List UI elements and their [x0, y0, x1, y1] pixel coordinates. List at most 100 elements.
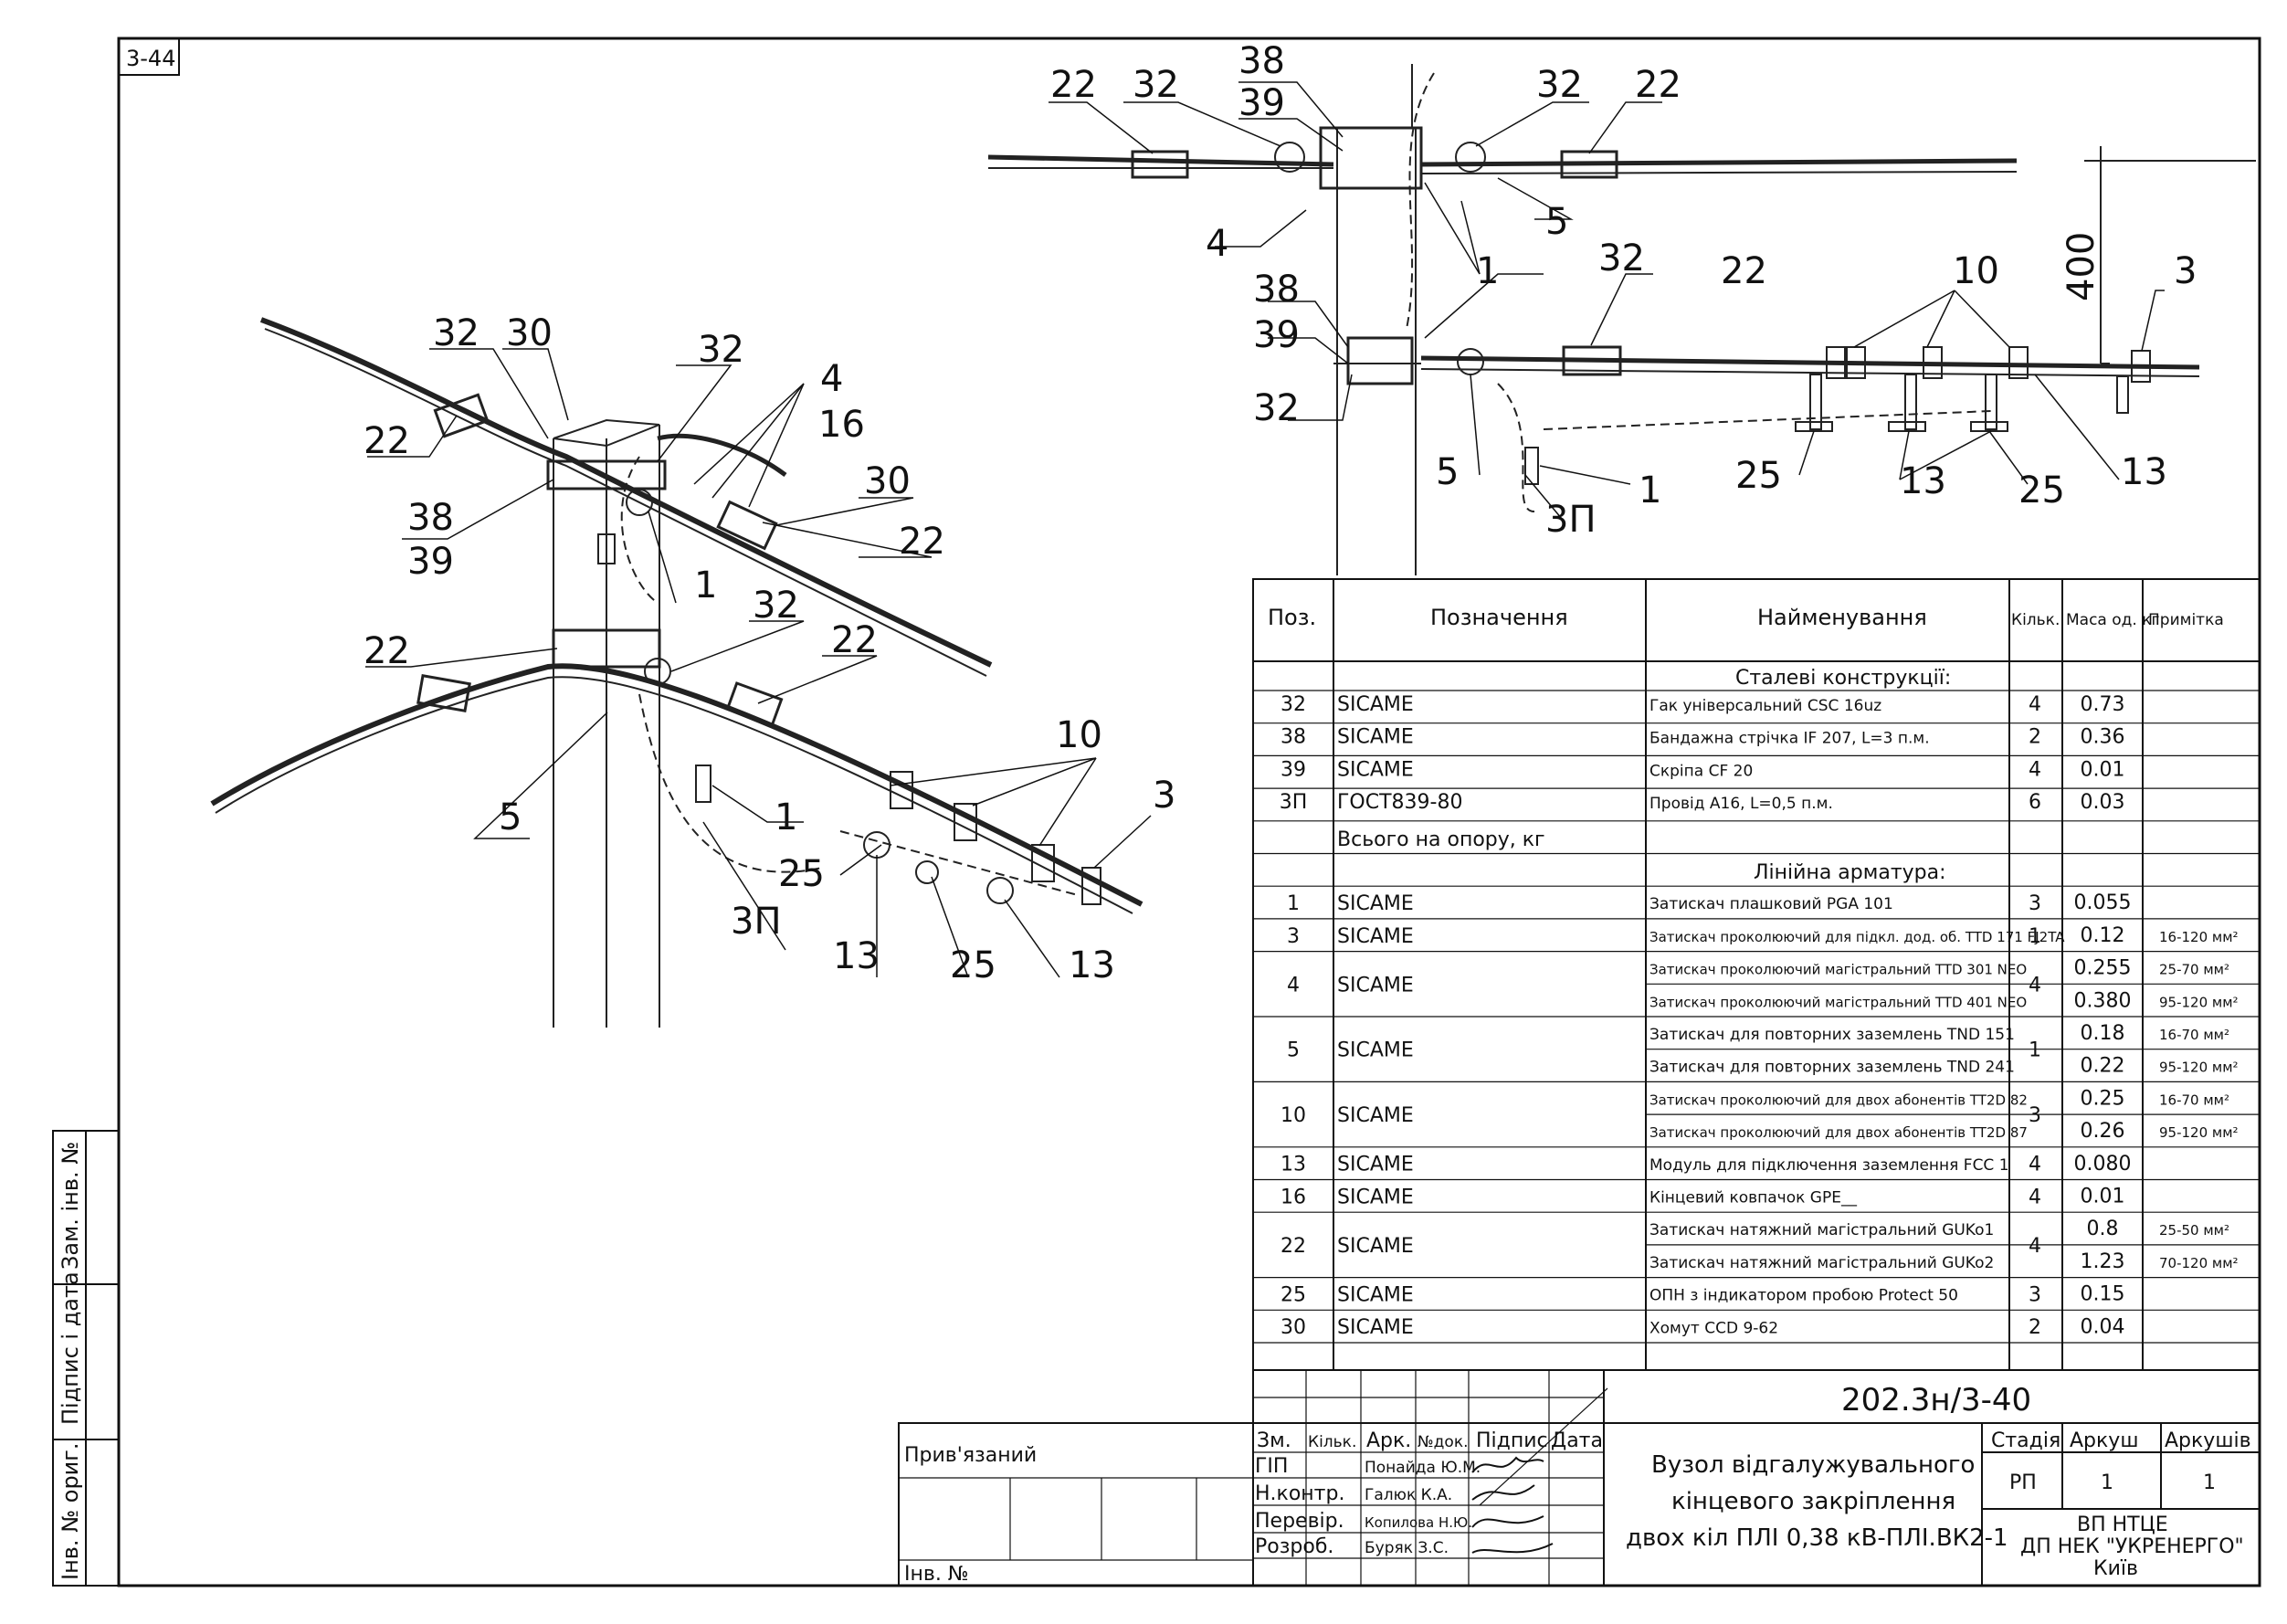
row-mass: 0.36: [2081, 726, 2125, 749]
sheet-code-box: [118, 37, 180, 76]
callout-iso-22b: 22: [899, 521, 945, 563]
inv-no-label: Інв. №: [904, 1563, 969, 1586]
total-label: Всього на опору, кг: [1337, 828, 1545, 851]
row-designation: ГОСТ839-80: [1337, 791, 1462, 814]
th-qty: Кільк.: [2011, 611, 2060, 629]
callout-front-10: 10: [1953, 250, 1999, 292]
rev-h-date: Дата: [1551, 1429, 1603, 1452]
row-note: 95-120 мм²: [2159, 994, 2239, 1010]
row-designation: SICAME: [1337, 1235, 1414, 1258]
row-qty: 4: [2029, 1154, 2041, 1176]
row-name: Затискач проколюючий магістральний TTD 3…: [1649, 962, 2027, 978]
section-steel: Сталеві конструкції:: [1735, 667, 1951, 690]
row-designation: SICAME: [1337, 974, 1414, 997]
row-designation: SICAME: [1337, 1186, 1414, 1208]
callout-front-25b: 25: [2018, 469, 2065, 511]
rev-h-doc: №док.: [1418, 1433, 1469, 1451]
callout-front-32d: 32: [1253, 387, 1300, 429]
side-stamp: Інв. № ориг. Підпис і дата Зам. інв. №: [52, 1130, 120, 1587]
row-note: 16-70 мм²: [2159, 1091, 2229, 1108]
row-mass: 0.25: [2081, 1087, 2125, 1110]
sheet-frame: [117, 37, 2261, 1587]
row-pos: 4: [1287, 974, 1300, 997]
row-note: 25-50 мм²: [2159, 1222, 2229, 1239]
row-qty: 3: [2029, 1104, 2041, 1127]
row-note: 95-120 мм²: [2159, 1060, 2239, 1076]
callout-iso-32a: 32: [433, 312, 480, 354]
row-designation: SICAME: [1337, 693, 1414, 716]
th-note: Примітка: [2148, 611, 2224, 629]
row-mass: 0.04: [2081, 1315, 2125, 1338]
callout-front-38b: 38: [1253, 269, 1300, 311]
row-pos: 39: [1281, 758, 1306, 781]
row-pos: 30: [1281, 1316, 1306, 1339]
row-qty: 2: [2029, 1316, 2041, 1339]
callout-iso-38: 38: [407, 497, 454, 539]
title-block: 202.3н/3-40 Прив'язаний Інв. № Зм. Кільк…: [898, 1370, 2261, 1587]
callout-front-5b: 5: [1436, 451, 1459, 493]
row-name: Гак універсальний CSC 16uz: [1649, 697, 1881, 715]
callout-front-32c: 32: [1598, 237, 1645, 279]
org-line-2: ДП НЕК "УКРЕНЕРГО": [2020, 1535, 2244, 1558]
row-designation: SICAME: [1337, 892, 1414, 915]
row-note: 95-120 мм²: [2159, 1124, 2239, 1141]
name-rozrob: Буряк З.С.: [1365, 1539, 1449, 1557]
row-qty: 1: [2029, 925, 2041, 948]
callout-iso-16: 16: [818, 404, 865, 446]
row-name: Затискач проколюючий для підкл. дод. об.…: [1649, 929, 2065, 945]
row-qty: 4: [2029, 1186, 2041, 1208]
row-pos: 3: [1287, 925, 1300, 948]
callout-iso-4: 4: [820, 358, 843, 400]
th-name: Найменування: [1757, 605, 1927, 630]
rev-h-sign: Підпис: [1476, 1429, 1548, 1452]
callout-iso-3: 3: [1153, 775, 1175, 817]
isometric-view: [210, 317, 1144, 1028]
doc-code: 202.3н/3-40: [1841, 1382, 2031, 1418]
row-mass: 0.8: [2087, 1218, 2119, 1240]
row-name: Кінцевий ковпачок GPE__: [1649, 1189, 1857, 1207]
stamp-sign-date: Підпис і дата: [58, 1271, 83, 1425]
row-pos: 22: [1281, 1235, 1306, 1258]
callout-front-22b: 22: [1635, 64, 1681, 106]
row-name: Скріпа CF 20: [1649, 762, 1753, 780]
front-callout-labels: 22 32 38 39 32 22 4 5 1 32 22 10 3 38 39…: [1050, 40, 2197, 541]
row-mass: 0.22: [2081, 1055, 2125, 1078]
role-rozrob: Розроб.: [1255, 1535, 1333, 1558]
role-nkontr: Н.контр.: [1255, 1482, 1344, 1505]
row-name: Затискач проколюючий для двох абонентів …: [1649, 1091, 2028, 1108]
callout-iso-32c: 32: [753, 585, 799, 627]
row-note: 25-70 мм²: [2159, 962, 2229, 978]
callout-iso-22d: 22: [831, 619, 878, 661]
rev-h-sheet: Арк.: [1366, 1429, 1411, 1452]
row-designation: SICAME: [1337, 758, 1414, 781]
callout-iso-22c: 22: [364, 630, 410, 672]
row-mass: 0.055: [2074, 891, 2132, 914]
callout-front-1a: 1: [1476, 250, 1499, 292]
stage-value: РП: [2009, 1471, 2037, 1494]
signature-1: [1471, 1456, 1544, 1473]
spec-table: Поз. Позначення Найменування Кільк. Маса…: [1252, 578, 2261, 1371]
row-note: 70-120 мм²: [2159, 1255, 2239, 1271]
row-pos: 5: [1287, 1039, 1300, 1062]
row-qty: 2: [2029, 726, 2041, 749]
callout-iso-32b: 32: [698, 329, 744, 371]
callout-front-25a: 25: [1735, 455, 1782, 497]
row-pos: 3П: [1280, 791, 1308, 814]
callout-iso-1a: 1: [694, 564, 717, 606]
sheets-header: Аркушів: [2165, 1429, 2251, 1452]
row-mass: 0.26: [2081, 1120, 2125, 1143]
row-name: ОПН з індикатором пробою Protect 50: [1649, 1287, 1958, 1305]
callout-front-13a: 13: [1900, 460, 1946, 502]
callout-iso-25b: 25: [950, 944, 996, 986]
row-note: 16-70 мм²: [2159, 1027, 2229, 1043]
callout-front-22c: 22: [1721, 250, 1767, 292]
callout-iso-22a: 22: [364, 420, 410, 462]
row-name: Затискач проколюючий для двох абонентів …: [1649, 1124, 2028, 1141]
row-mass: 0.01: [2081, 1186, 2125, 1208]
row-mass: 0.15: [2081, 1283, 2125, 1306]
rev-h-zm: Зм.: [1257, 1429, 1291, 1452]
callout-iso-25a: 25: [778, 853, 825, 895]
row-note: 16-120 мм²: [2159, 929, 2239, 945]
row-name: Затискач натяжний магістральний GUKo2: [1649, 1254, 1994, 1272]
row-name: Хомут CCD 9-62: [1649, 1319, 1778, 1337]
